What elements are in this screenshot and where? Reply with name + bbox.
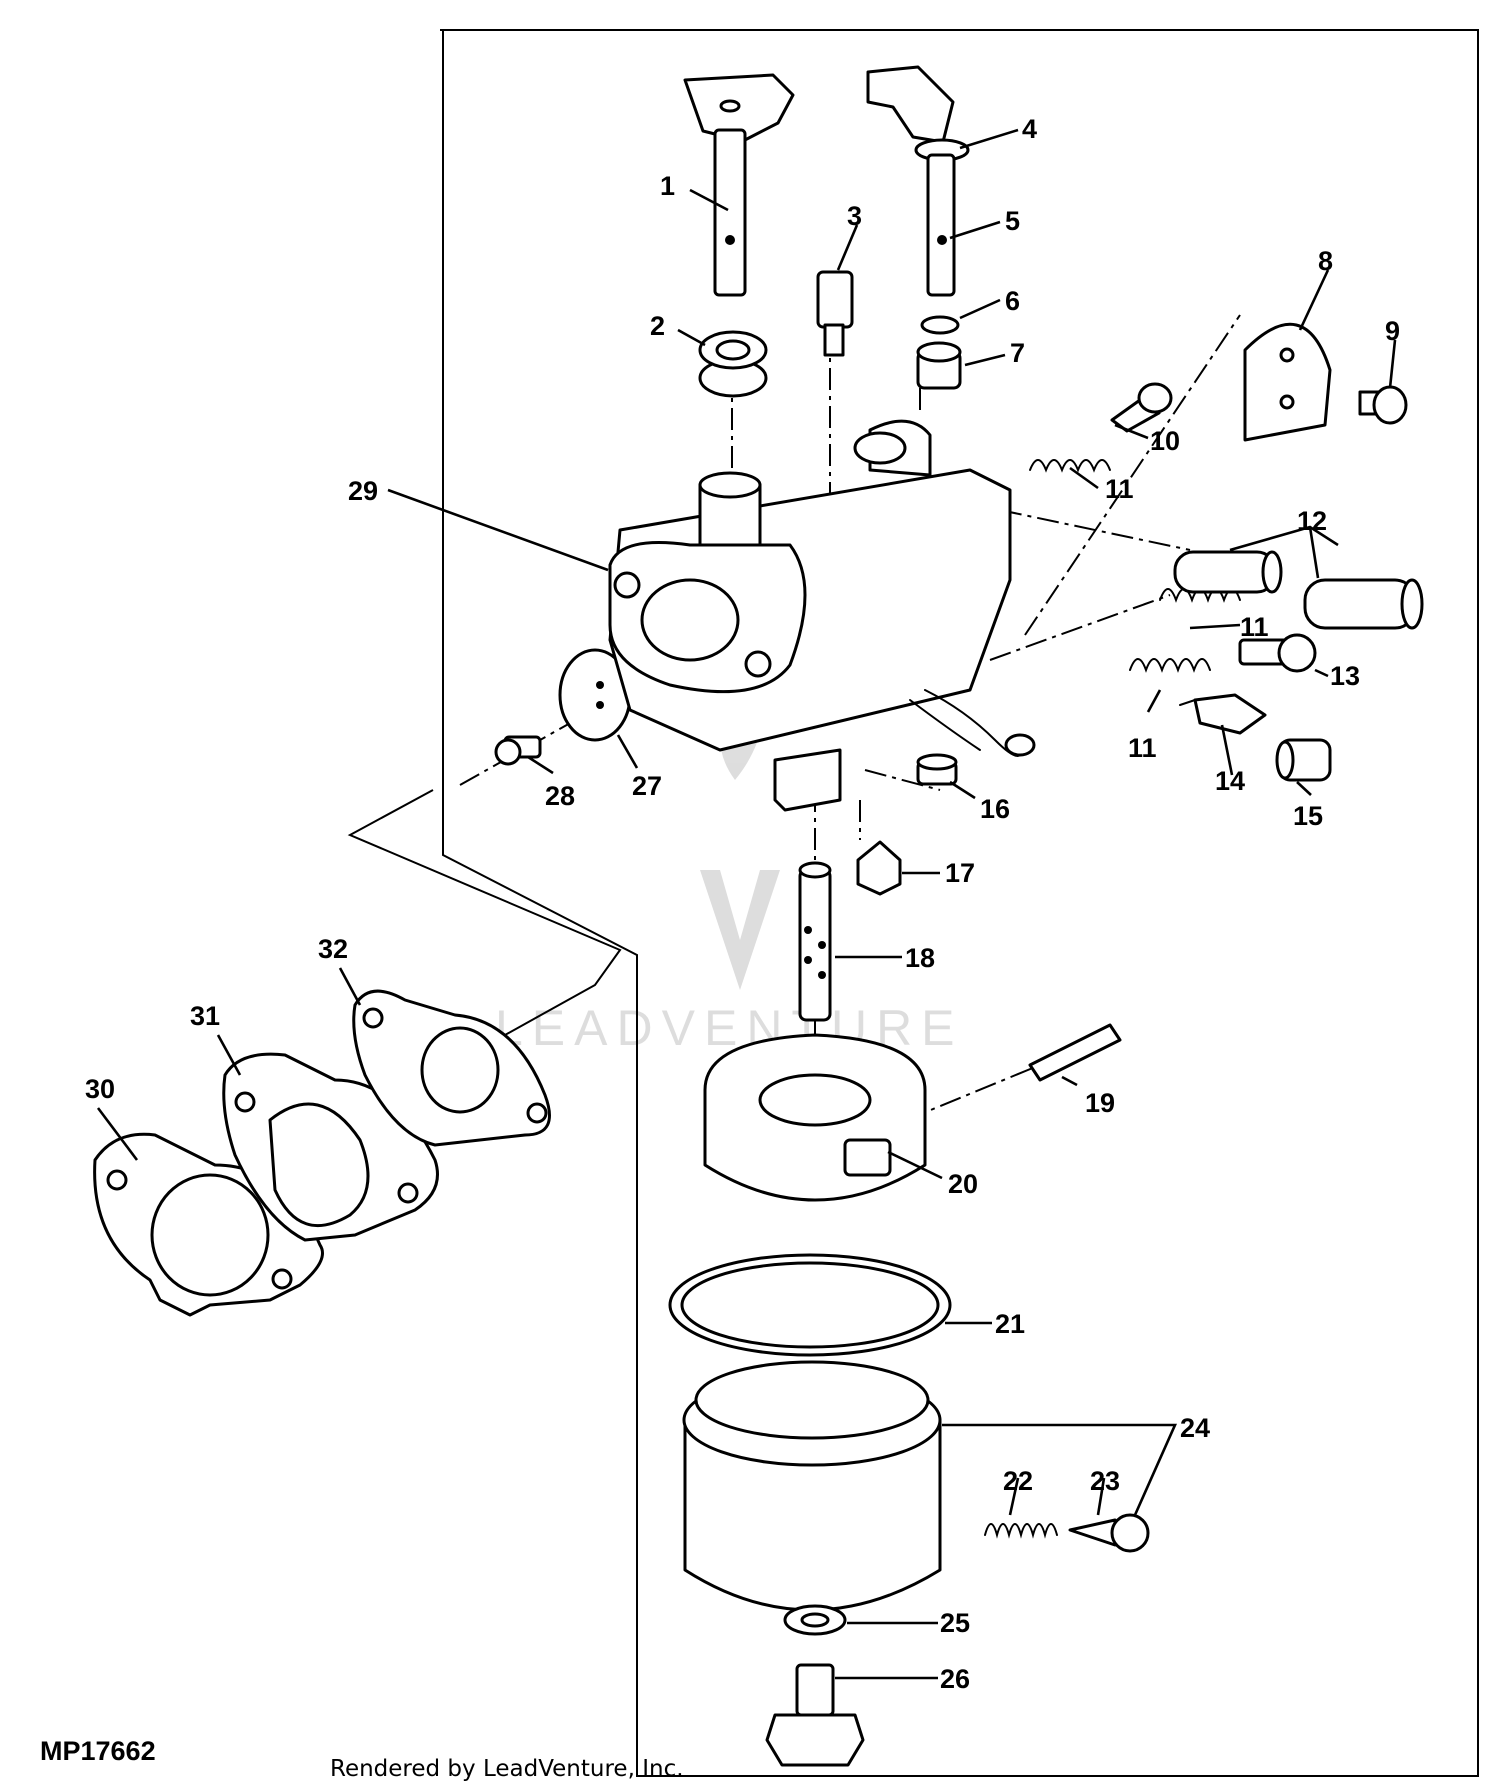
part-8-plate: [1243, 322, 1332, 442]
diagram-frame: [347, 29, 1479, 1777]
callout-2: 2: [650, 311, 665, 341]
part-11-spring-a: [1029, 459, 1111, 473]
callout-32: 32: [318, 934, 348, 964]
part-26-bolt: [765, 1663, 865, 1767]
callout-11b: 11: [1240, 612, 1269, 642]
callout-16: 16: [980, 794, 1010, 824]
callout-29: 29: [348, 476, 378, 506]
part-19-pin: [1028, 1023, 1122, 1082]
part-21-bowl-gasket: [668, 1253, 952, 1357]
callout-1: 1: [660, 171, 675, 201]
callout-7: 7: [1010, 338, 1025, 368]
part-22-spring: [984, 1523, 1058, 1539]
callout-31: 31: [190, 1001, 220, 1031]
callout-3: 3: [847, 201, 862, 231]
part-3-screw: [816, 270, 854, 357]
render-credit: Rendered by LeadVenture, Inc.: [330, 1756, 684, 1782]
callout-17: 17: [945, 858, 975, 888]
callout-12a: 12: [1297, 506, 1327, 536]
callout-15: 15: [1293, 801, 1323, 831]
part-28-screw: [494, 735, 542, 766]
callout-8: 8: [1318, 246, 1333, 276]
part-29-carburetor-body: [608, 419, 1036, 812]
part-12-tube-b: [1303, 578, 1424, 630]
callout-18: 18: [905, 943, 935, 973]
part-16-jet: [916, 753, 958, 786]
part-32-gasket: [352, 989, 551, 1147]
part-10-screw: [1110, 382, 1173, 433]
part-17-cap: [856, 840, 902, 896]
callout-24: 24: [1180, 1413, 1210, 1443]
callout-28: 28: [545, 781, 575, 811]
callout-11a: 11: [1105, 474, 1134, 504]
leader-lines: [96, 128, 1397, 1680]
svg-text:LEADVENTURE: LEADVENTURE: [495, 1000, 964, 1056]
callout-9: 9: [1385, 316, 1400, 346]
callout-27: 27: [632, 771, 662, 801]
callout-5: 5: [1005, 206, 1020, 236]
part-1-throttle-shaft: [683, 73, 795, 297]
part-2-seal: [698, 330, 768, 398]
callout-20: 20: [948, 1169, 978, 1199]
part-18-emulsion-tube: [798, 861, 832, 1022]
part-23-screw: [1068, 1513, 1150, 1553]
callout-30: 30: [85, 1074, 115, 1104]
part-14-needle-valve: [1179, 693, 1267, 735]
part-9-screw: [1358, 385, 1408, 425]
part-12-tube-a: [1173, 550, 1283, 594]
callout-19: 19: [1085, 1088, 1115, 1118]
callout-26: 26: [940, 1664, 970, 1694]
part-7-bushing: [916, 341, 962, 390]
callout-4: 4: [1022, 114, 1037, 144]
part-11-spring-c: [1129, 658, 1211, 673]
callout-25: 25: [940, 1608, 970, 1638]
part-25-washer: [783, 1604, 847, 1636]
part-24-float-bowl: [682, 1360, 942, 1612]
part-6-washer: [920, 315, 960, 335]
callout-6: 6: [1005, 286, 1020, 316]
callout-13: 13: [1330, 661, 1360, 691]
callout-10: 10: [1150, 426, 1180, 456]
callout-23: 23: [1090, 1466, 1120, 1496]
part-13-screw: [1238, 633, 1317, 673]
diagram-code: MP17662: [40, 1736, 156, 1766]
callout-11c: 11: [1128, 733, 1157, 763]
callout-22: 22: [1003, 1466, 1033, 1496]
part-27-throttle-plate: [558, 648, 632, 742]
callout-14: 14: [1215, 766, 1245, 796]
part-5-choke-shaft: [866, 65, 970, 297]
part-15-cap: [1275, 738, 1332, 782]
part-20-float: [703, 1033, 927, 1202]
callout-numbers: 1 2 3 4 5 6 7 8 9 10 11 11 11 11 12 12 1…: [85, 114, 1400, 1694]
callout-21: 21: [995, 1309, 1025, 1339]
